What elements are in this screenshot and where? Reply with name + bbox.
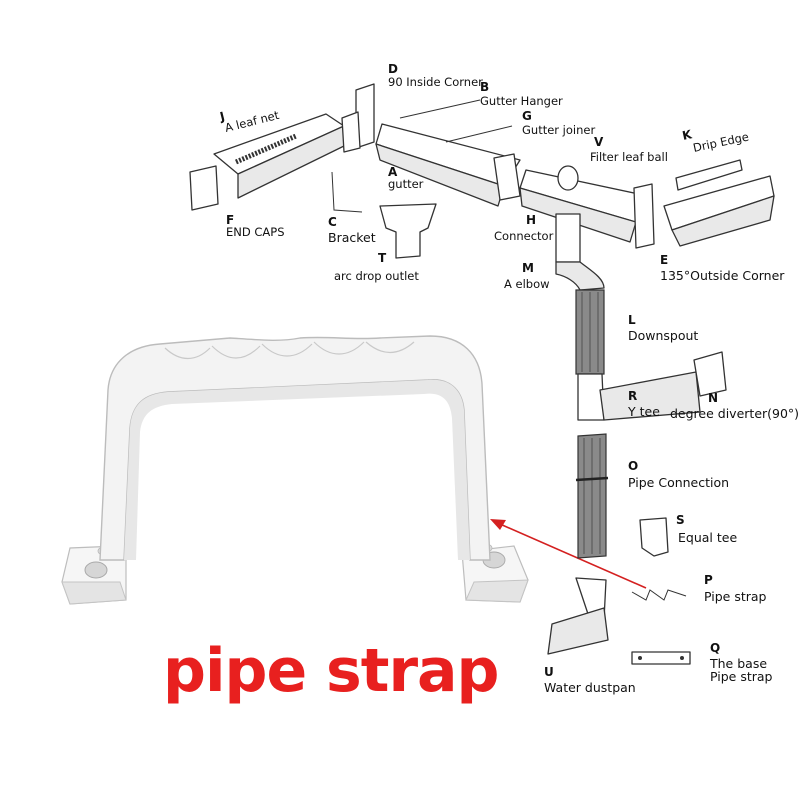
label-name: Y tee: [627, 404, 660, 419]
label-name: Filter leaf ball: [590, 150, 668, 164]
label-name: Bracket: [328, 230, 376, 245]
label-name: Water dustpan: [544, 680, 636, 695]
label-name: Equal tee: [678, 530, 737, 545]
label-letter: B: [480, 80, 489, 94]
diagram-title: pipe strap: [163, 636, 499, 706]
label-r: RY tee: [627, 389, 660, 419]
label-name: Drip Edge: [692, 129, 750, 154]
label-letter: R: [628, 389, 637, 403]
label-letter: E: [660, 253, 668, 267]
label-letter: A: [388, 165, 398, 179]
label-p: P Pipe strap: [704, 573, 767, 604]
label-name: Pipe strap: [704, 589, 767, 604]
label-name: Gutter joiner: [522, 123, 595, 137]
label-letter: J: [218, 109, 227, 124]
label-letter: M: [522, 261, 534, 275]
label-letter: H: [526, 213, 536, 227]
label-letter: S: [676, 513, 685, 527]
label-m: M A elbow: [504, 261, 550, 291]
label-letter: D: [388, 62, 398, 76]
label-s: S Equal tee: [676, 513, 737, 545]
label-name: 90 Inside Corner: [388, 75, 483, 89]
label-name: gutter: [388, 177, 424, 191]
label-letter: K: [681, 127, 694, 143]
label-name: The base: [709, 656, 767, 671]
label-d: D90 Inside Corner: [388, 62, 483, 89]
label-h: H Connector: [494, 213, 554, 243]
label-letter: N: [708, 391, 718, 405]
label-letter: L: [628, 313, 636, 327]
label-letter: G: [522, 109, 532, 123]
label-o: O Pipe Connection: [628, 459, 729, 490]
label-name: Connector: [494, 229, 554, 243]
label-letter: U: [544, 665, 554, 679]
pipe-strap-large-illustration: [61, 335, 529, 605]
label-letter: V: [594, 135, 604, 149]
label-letter: P: [704, 573, 713, 587]
label-letter: C: [328, 215, 337, 229]
label-name: END CAPS: [226, 225, 285, 239]
label-letter: Q: [710, 641, 720, 655]
label-name: Downspout: [628, 328, 698, 343]
label-name: 135°Outside Corner: [660, 268, 785, 283]
label-letter: O: [628, 459, 638, 473]
label-name: A elbow: [504, 277, 550, 291]
label-j: JA leaf net: [218, 108, 281, 135]
label-name: arc drop outlet: [334, 269, 419, 283]
label-letter: T: [378, 251, 387, 265]
label-name: A leaf net: [223, 108, 281, 135]
label-name: Pipe Connection: [628, 475, 729, 490]
label-name: Gutter Hanger: [480, 94, 563, 108]
label-name: Pipe strap: [710, 669, 773, 684]
label-letter: F: [226, 213, 234, 227]
red-pointer-arrow: [490, 519, 647, 589]
label-name: degree diverter(90°): [670, 406, 799, 421]
gutter-parts: [189, 83, 775, 665]
